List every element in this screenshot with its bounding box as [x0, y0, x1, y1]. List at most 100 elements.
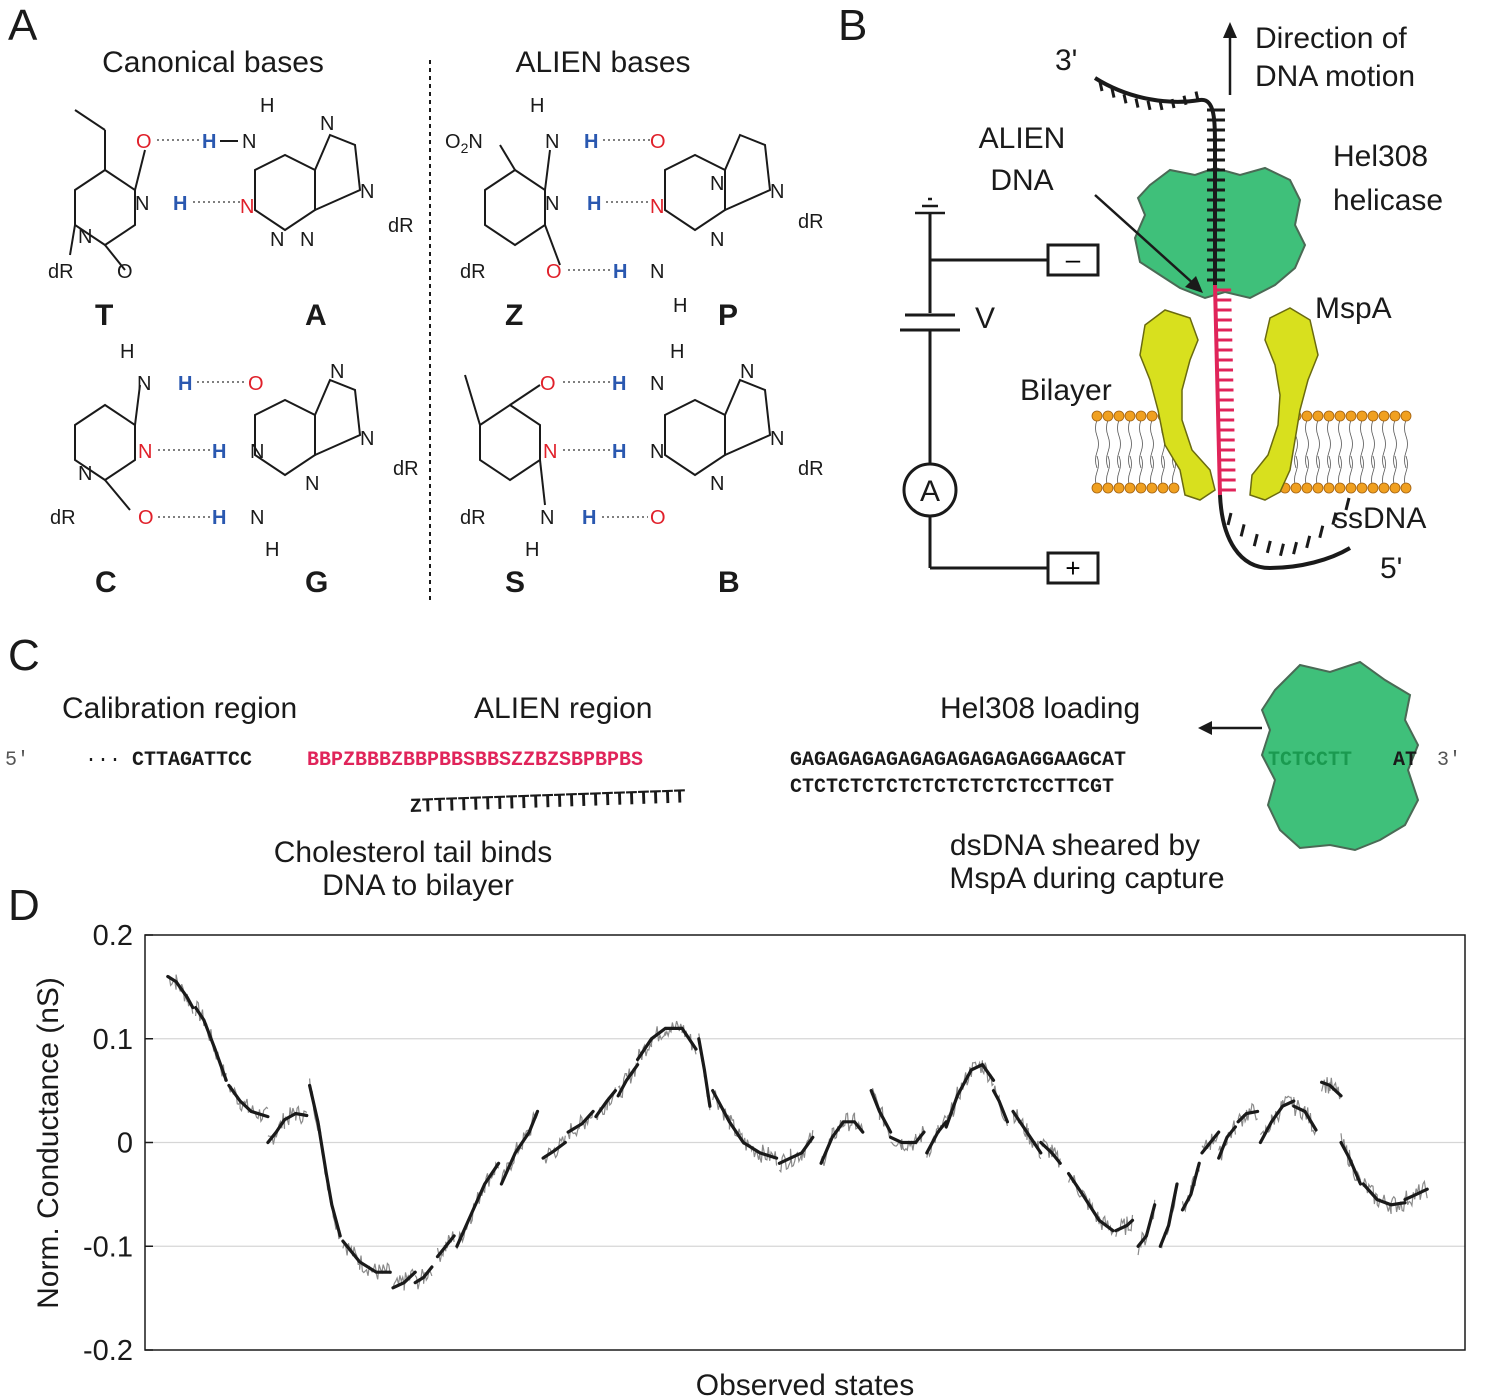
- atom-n: N: [242, 131, 256, 153]
- fit-segment: [166, 974, 195, 1010]
- atom-h: H: [212, 441, 226, 463]
- fit-segment: [308, 1083, 342, 1238]
- panel-label-d: D: [8, 881, 40, 930]
- atom-n: N: [545, 131, 559, 153]
- atom-dr: dR: [798, 458, 824, 480]
- ammeter-label: A: [920, 475, 940, 508]
- hel308-helicase-icon: [1260, 660, 1420, 852]
- atom-n: N: [545, 193, 559, 215]
- atom-n: N: [305, 473, 319, 495]
- lipid-bilayer: [1091, 410, 1412, 494]
- atom-n: N: [740, 361, 754, 383]
- atom-o: O: [650, 131, 666, 153]
- atom-n: N: [138, 441, 152, 463]
- raw-trace-segment: [778, 1130, 814, 1174]
- ellipsis: ···: [85, 749, 121, 772]
- alien-dna-label-1: ALIEN: [979, 122, 1066, 155]
- base-label-t: T: [95, 299, 113, 332]
- panel-label-a: A: [8, 1, 38, 50]
- fit-segment: [1200, 1130, 1221, 1155]
- fit-segment: [636, 1026, 698, 1062]
- circuit: V A – +: [900, 197, 1100, 585]
- raw-trace-segment: [1201, 1131, 1220, 1150]
- atom-n: N: [270, 229, 284, 251]
- raw-trace-segment: [820, 1112, 864, 1166]
- fit-segment: [435, 1234, 456, 1259]
- y-tick-label: 0.1: [93, 1024, 133, 1056]
- atom-o2n: O2N: [445, 131, 483, 156]
- atom-n: N: [650, 373, 664, 395]
- atom-h: H: [582, 507, 596, 529]
- raw-trace-segment: [926, 1114, 947, 1158]
- y-tick-label: -0.2: [83, 1335, 133, 1367]
- atom-o: O: [650, 507, 666, 529]
- base-label-g: G: [305, 566, 328, 599]
- atom-h: H: [612, 441, 626, 463]
- calibration-region-label: Calibration region: [62, 692, 297, 725]
- fit-segment: [1258, 1099, 1296, 1145]
- atom-n: N: [135, 193, 149, 215]
- three-prime-c: 3': [1437, 749, 1461, 772]
- atom-o: O: [117, 261, 133, 283]
- pair-t-a: O N H O N dR H N H N N N N N dR T A: [48, 95, 414, 332]
- fit-segment: [341, 1239, 392, 1274]
- dsdna-label-2: MspA during capture: [949, 862, 1224, 895]
- atom-n: N: [770, 428, 784, 450]
- alien-region-label: ALIEN region: [474, 692, 652, 725]
- seq-bottom-z: ZTTTTTTTTTTTTTTTTTTTTTT: [409, 786, 686, 819]
- voltage-label: V: [975, 302, 995, 335]
- pair-s-b: O N dR N H H H H N H N O N N N dR S B: [460, 341, 824, 599]
- fit-segment: [616, 1063, 640, 1098]
- atom-h: H: [587, 193, 601, 215]
- atom-h: H: [530, 95, 544, 117]
- atom-n: N: [540, 507, 554, 529]
- cholesterol-label-1: Cholesterol tail binds: [274, 836, 552, 869]
- atom-dr: dR: [460, 261, 486, 283]
- y-axis-ticks: 0.20.10-0.1-0.2: [83, 920, 153, 1367]
- panel-label-c: C: [8, 631, 40, 680]
- atom-n: N: [330, 361, 344, 383]
- raw-trace-segment: [1237, 1102, 1258, 1127]
- gridlines: [145, 1038, 1465, 1247]
- fit-segment: [227, 1083, 270, 1119]
- fit-segment: [594, 1089, 617, 1119]
- y-tick-label: 0.2: [93, 920, 133, 952]
- atom-h: H: [613, 261, 627, 283]
- raw-trace-segment: [1259, 1095, 1295, 1138]
- fit-segment: [413, 1265, 434, 1285]
- atom-n: N: [650, 261, 664, 283]
- minus-terminal: [1046, 243, 1100, 277]
- panel-d-chart: D 0.20.10-0.1-0.2 Observed states Norm. …: [8, 881, 1466, 1400]
- direction-arrowhead: [1223, 22, 1237, 38]
- panel-a: A Canonical bases ALIEN bases O N H O N …: [8, 1, 824, 600]
- fit-segment: [1361, 1182, 1407, 1207]
- atom-h: H: [120, 341, 134, 363]
- atom-o: O: [546, 261, 562, 283]
- atom-n: N: [300, 229, 314, 251]
- atom-dr: dR: [393, 458, 419, 480]
- fit-segment: [1403, 1187, 1429, 1202]
- helicase-label-2: helicase: [1333, 184, 1443, 217]
- fit-segment: [991, 1089, 1009, 1124]
- panel-b: B V A – + Direction of DNA motion 3' 5' …: [838, 1, 1443, 585]
- atom-dr: dR: [48, 261, 74, 283]
- mspa-pore-right: [1249, 307, 1319, 501]
- hel308-loading-label: Hel308 loading: [940, 692, 1140, 725]
- alien-dna-arrowhead: [1185, 276, 1203, 293]
- raw-trace-segment: [1362, 1178, 1406, 1215]
- fit-segment: [944, 1062, 996, 1129]
- bilayer-label: Bilayer: [1020, 374, 1112, 407]
- atom-n: N: [240, 196, 254, 218]
- atom-n: N: [710, 173, 724, 195]
- panel-label-b: B: [838, 1, 867, 50]
- atom-dr: dR: [798, 211, 824, 233]
- cholesterol-label-2: DNA to bilayer: [322, 869, 514, 902]
- atom-h: H: [670, 341, 684, 363]
- loading-arrowhead: [1198, 721, 1212, 735]
- alien-dna-label-2: DNA: [990, 164, 1053, 197]
- atom-n: N: [250, 441, 264, 463]
- atom-n: N: [78, 226, 92, 248]
- atom-o: O: [248, 373, 264, 395]
- y-tick-label: 0: [117, 1128, 133, 1160]
- fit-segment: [391, 1270, 417, 1290]
